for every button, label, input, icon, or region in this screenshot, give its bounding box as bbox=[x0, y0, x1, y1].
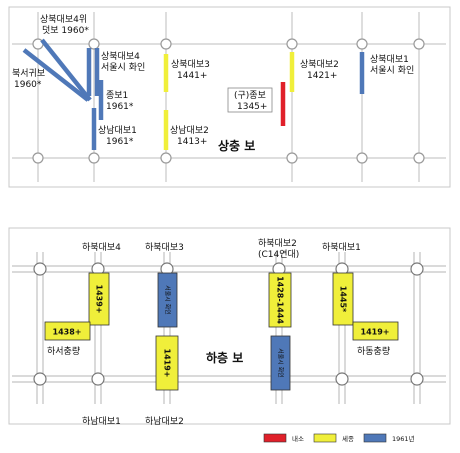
legend-swatch-blue bbox=[363, 433, 387, 443]
label-gujongbo-1: (구)종보 bbox=[234, 90, 266, 101]
column-post bbox=[286, 38, 298, 50]
label-hadong: 하동충량 bbox=[357, 345, 390, 357]
label-sangbuk2-2: 1421+ bbox=[307, 71, 337, 81]
label-sangbuk2-1: 상북대보2 bbox=[300, 59, 339, 70]
box-1428 bbox=[268, 272, 292, 328]
box-seoul-a bbox=[157, 272, 178, 328]
label-sangbuk4-1: 상북대보4 bbox=[101, 51, 140, 62]
box-seoul-b-text: 서울시 화인 bbox=[277, 348, 285, 378]
label-habuk2-1: 하북대보2 bbox=[258, 238, 297, 249]
box-1419b-text: 1419+ bbox=[361, 328, 390, 337]
label-sangbuk4wi-2: 덧보 1960* bbox=[42, 24, 89, 36]
upper-beams bbox=[22, 38, 365, 150]
box-1419a-text: 1419+ bbox=[163, 349, 172, 378]
label-habuk3: 하북대보3 bbox=[145, 242, 184, 253]
label-sangnam2-2: 1413+ bbox=[177, 137, 207, 147]
legend-swatch-yellow bbox=[313, 433, 337, 443]
upper-posts bbox=[32, 38, 425, 164]
label-gujongbo-2: 1345+ bbox=[237, 102, 267, 112]
lower-panel: 1439+ 1438+ 서울시 화인 1419+ 1428-1444 서울시 화… bbox=[8, 227, 451, 427]
column-post bbox=[160, 152, 172, 164]
column-post bbox=[356, 152, 368, 164]
lower-title: 하층 보 bbox=[206, 350, 243, 365]
box-1439-text: 1439+ bbox=[95, 285, 104, 314]
box-1428-text: 1428-1444 bbox=[276, 276, 285, 324]
label-jongbo1-2: 1961* bbox=[106, 102, 134, 112]
column-post bbox=[88, 152, 100, 164]
label-buksegwibo-1: 북서귀보 bbox=[12, 68, 45, 79]
label-haseo: 하서충량 bbox=[47, 345, 80, 357]
column-post bbox=[91, 372, 105, 386]
column-post bbox=[410, 262, 424, 276]
box-seoul-a-text: 서울시 화인 bbox=[164, 285, 172, 315]
upper-title: 상충 보 bbox=[218, 138, 255, 153]
box-seoul-b bbox=[270, 335, 291, 391]
label-sangbuk3-1: 상북대보3 bbox=[171, 59, 210, 70]
box-1419a bbox=[155, 335, 179, 391]
upper-panel: 상북대보4위 덧보 1960* 북서귀보 1960* 상북대보4 서울시 화인 … bbox=[8, 6, 451, 188]
column-post bbox=[286, 152, 298, 164]
box-1445-text: 1445* bbox=[339, 286, 348, 313]
legend: 내소 세종 1961년 bbox=[263, 433, 415, 443]
label-sangbuk4wi-1: 상북대보4위 bbox=[40, 14, 87, 25]
legend-swatch-red bbox=[263, 433, 287, 443]
legend-label-yellow: 세종 bbox=[342, 434, 354, 443]
lower-box-texts: 1439+ 1438+ 서울시 화인 1419+ 1428-1444 서울시 화… bbox=[53, 276, 390, 378]
label-habuk1: 하북대보1 bbox=[322, 242, 361, 253]
column-post bbox=[356, 38, 368, 50]
box-1438-text: 1438+ bbox=[53, 328, 82, 337]
column-post bbox=[32, 152, 44, 164]
column-post bbox=[33, 372, 47, 386]
column-post bbox=[413, 152, 425, 164]
lower-boxes bbox=[44, 272, 399, 391]
column-post bbox=[335, 372, 349, 386]
beam-buksegwibo bbox=[22, 48, 90, 102]
label-habuk4: 하북대보4 bbox=[82, 242, 121, 253]
label-buksegwibo-2: 1960* bbox=[14, 80, 42, 90]
label-sangnam2-1: 상남대보2 bbox=[170, 125, 209, 136]
column-post bbox=[410, 372, 424, 386]
legend-label-blue: 1961년 bbox=[392, 434, 415, 443]
box-1445 bbox=[332, 272, 354, 326]
box-1439 bbox=[88, 272, 110, 326]
beam-sangbuk4wi bbox=[40, 38, 92, 102]
label-sangbuk4-2: 서울시 화인 bbox=[101, 62, 145, 73]
label-hanam1: 하남대보1 bbox=[82, 416, 121, 427]
box-1438 bbox=[44, 321, 91, 341]
label-sangbuk1-1: 상북대보1 bbox=[370, 54, 409, 65]
label-habuk2-2: (C14연대) bbox=[258, 249, 299, 260]
label-hanam2: 하남대보2 bbox=[145, 416, 184, 427]
column-post bbox=[413, 38, 425, 50]
label-sangbuk3-2: 1441+ bbox=[177, 71, 207, 81]
column-post bbox=[88, 38, 100, 50]
label-sangnam1-2: 1961* bbox=[106, 137, 134, 147]
label-sangbuk1-2: 서울시 화인 bbox=[370, 65, 414, 76]
label-jongbo1-1: 종보1 bbox=[106, 90, 128, 101]
label-sangnam1-1: 상남대보1 bbox=[98, 125, 137, 136]
column-post bbox=[33, 262, 47, 276]
gujongbo-box bbox=[227, 87, 273, 113]
column-post bbox=[160, 38, 172, 50]
box-1419b bbox=[352, 321, 399, 341]
lower-labels: 하북대보4 하북대보3 하북대보2 (C14연대) 하북대보1 하서충량 하동충… bbox=[47, 238, 390, 427]
upper-labels: 상북대보4위 덧보 1960* 북서귀보 1960* 상북대보4 서울시 화인 … bbox=[12, 14, 414, 153]
legend-label-red: 내소 bbox=[292, 434, 304, 443]
